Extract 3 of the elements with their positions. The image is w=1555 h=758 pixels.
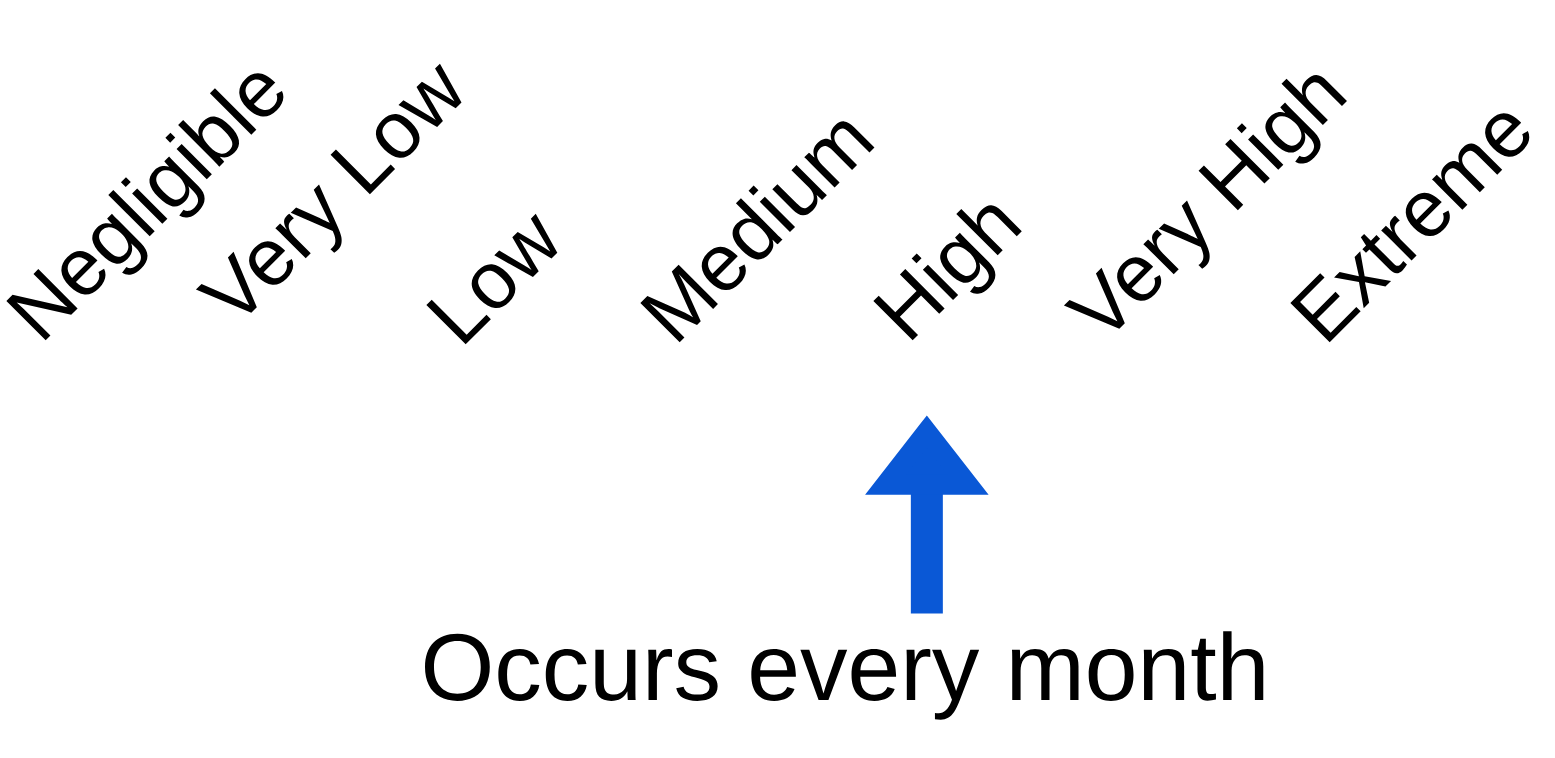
caption-text: Occurs every month (425, 631, 1264, 720)
scale-label: Low (426, 213, 558, 345)
scale-label: High (873, 205, 1022, 341)
